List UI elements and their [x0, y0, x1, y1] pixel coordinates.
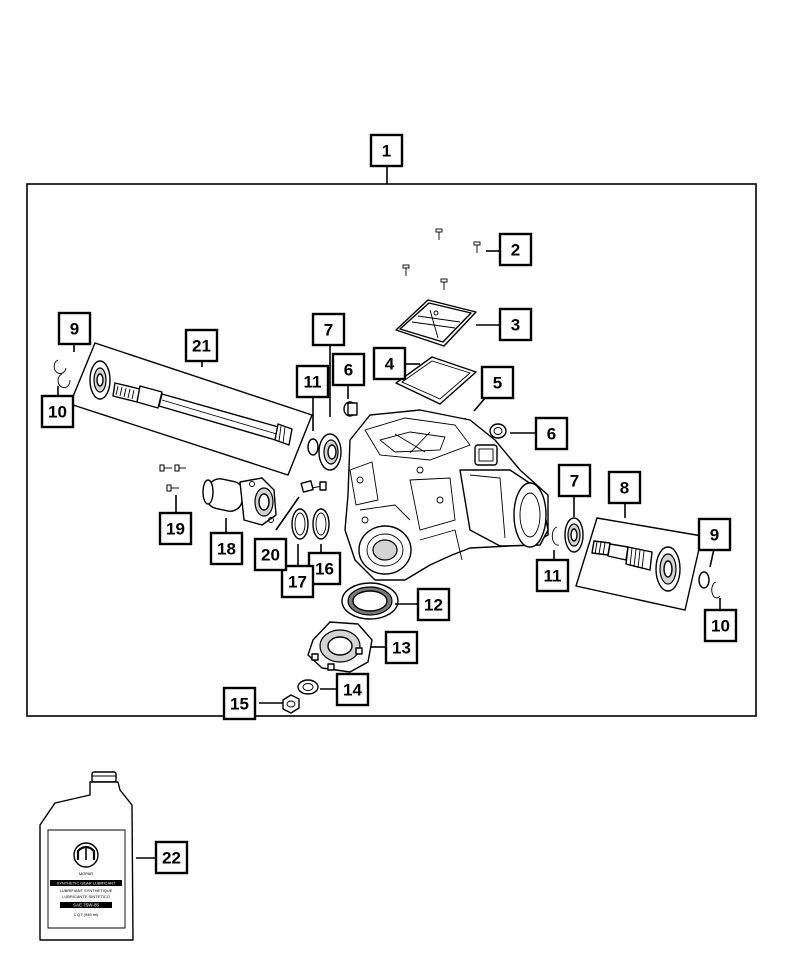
right-shaft-group-frame — [575, 517, 703, 611]
callout-12-label: 12 — [424, 596, 443, 615]
plug-part-6-left[interactable] — [343, 401, 358, 417]
snap-ring-part-9-10-right[interactable] — [698, 571, 721, 599]
callout-1-label: 1 — [382, 142, 391, 161]
callout-14[interactable]: 14 — [335, 672, 370, 707]
callout-17-label: 17 — [288, 573, 307, 592]
callout-16-label: 16 — [315, 560, 334, 579]
callout-15[interactable]: 15 — [222, 686, 257, 721]
callout-14-label: 14 — [343, 681, 362, 700]
bottle-label-line-4: SAE 75W-85 — [73, 903, 99, 908]
left-shaft-group-frame — [69, 342, 313, 476]
callout-7-left[interactable]: 7 — [311, 312, 346, 347]
transfer-case-housing — [344, 409, 549, 581]
bottle-label-line-5: 1 QT (946 ml) — [74, 912, 99, 917]
callout-7a-label: 7 — [324, 321, 333, 340]
callout-4[interactable]: 4 — [372, 346, 407, 381]
callout-3[interactable]: 3 — [498, 307, 533, 342]
bottle-label-line-1: SYNTHETIC GEAR LUBRICANT — [57, 881, 116, 886]
callout-5[interactable]: 5 — [480, 365, 515, 400]
callout-5-label: 5 — [493, 374, 502, 393]
callout-10b-label: 10 — [711, 617, 730, 636]
callout-10-right[interactable]: 10 — [703, 608, 738, 643]
bottle-label-line-2: LUBRIFIANT SYNTHETIQUE — [60, 888, 113, 893]
callout-9a-label: 9 — [70, 320, 79, 339]
callout-6a-label: 6 — [344, 361, 353, 380]
callout-4-label: 4 — [385, 355, 395, 374]
callout-2[interactable]: 2 — [498, 232, 533, 267]
callout-19-label: 19 — [166, 520, 185, 539]
callout-15-label: 15 — [230, 695, 249, 714]
washer-part-14[interactable] — [297, 679, 319, 695]
callout-13-label: 13 — [392, 639, 411, 658]
callout-6-left[interactable]: 6 — [331, 352, 366, 387]
callout-7-right[interactable]: 7 — [557, 463, 592, 498]
seal-part-12[interactable] — [341, 582, 399, 620]
callout-12[interactable]: 12 — [416, 587, 451, 622]
snap-ring-part-11-right[interactable] — [551, 526, 560, 546]
gasket-part-4[interactable] — [395, 356, 477, 405]
output-shaft-part-8[interactable] — [591, 540, 681, 592]
callout-2-label: 2 — [511, 241, 520, 260]
callout-11b-label: 11 — [544, 567, 562, 586]
bolt-part-20[interactable] — [300, 480, 327, 493]
bottle-label-line-3: LUBRICANTE SINTETICO — [62, 894, 110, 899]
screws-part-2[interactable] — [402, 228, 481, 290]
callout-6b-label: 6 — [547, 425, 556, 444]
callout-20[interactable]: 20 — [253, 537, 288, 572]
callout-6-right[interactable]: 6 — [534, 416, 569, 451]
callout-8[interactable]: 8 — [607, 470, 642, 505]
callout-21-label: 21 — [192, 337, 211, 356]
callout-11a-label: 11 — [304, 373, 322, 392]
callout-22[interactable]: 22 — [154, 840, 189, 875]
callout-9-right[interactable]: 9 — [697, 517, 732, 552]
callout-20-label: 20 — [261, 546, 280, 565]
flange-part-13[interactable] — [307, 621, 373, 673]
axle-shaft-part-21[interactable] — [89, 360, 293, 446]
callout-22-label: 22 — [162, 849, 181, 868]
o-ring-part-16[interactable] — [312, 508, 330, 540]
callout-10-left[interactable]: 10 — [40, 394, 75, 429]
callout-11-right[interactable]: 11 — [535, 558, 570, 593]
seal-part-7-left[interactable] — [318, 433, 342, 471]
assembly-frame — [26, 183, 757, 717]
callout-9-left[interactable]: 9 — [57, 311, 92, 346]
callout-3-label: 3 — [511, 316, 520, 335]
callout-18[interactable]: 18 — [209, 531, 244, 566]
callout-1[interactable]: 1 — [369, 133, 404, 168]
actuator-part-18[interactable] — [202, 477, 277, 526]
callout-8-label: 8 — [620, 479, 629, 498]
screws-part-19[interactable] — [159, 464, 186, 492]
cover-part-3[interactable] — [395, 299, 477, 347]
snap-ring-part-10-left[interactable] — [53, 359, 71, 388]
seal-part-7-right[interactable] — [564, 517, 584, 553]
bottle-brand: MOPAR — [79, 871, 93, 876]
callout-10a-label: 10 — [48, 403, 67, 422]
callout-7b-label: 7 — [570, 472, 579, 491]
nut-part-15[interactable] — [282, 694, 300, 714]
callout-13[interactable]: 13 — [384, 630, 419, 665]
fluid-bottle-part-22[interactable]: MOPAR SYNTHETIC GEAR LUBRICANT LUBRIFIAN… — [39, 771, 134, 941]
o-ring-part-17[interactable] — [291, 508, 309, 540]
callout-18-label: 18 — [217, 540, 236, 559]
callout-9b-label: 9 — [710, 526, 719, 545]
callout-11-left[interactable]: 11 — [295, 364, 330, 399]
callout-21[interactable]: 21 — [184, 328, 219, 363]
plug-part-6-right[interactable] — [489, 423, 507, 439]
callout-19[interactable]: 19 — [158, 511, 193, 546]
o-ring-part-11-left[interactable] — [307, 438, 319, 456]
